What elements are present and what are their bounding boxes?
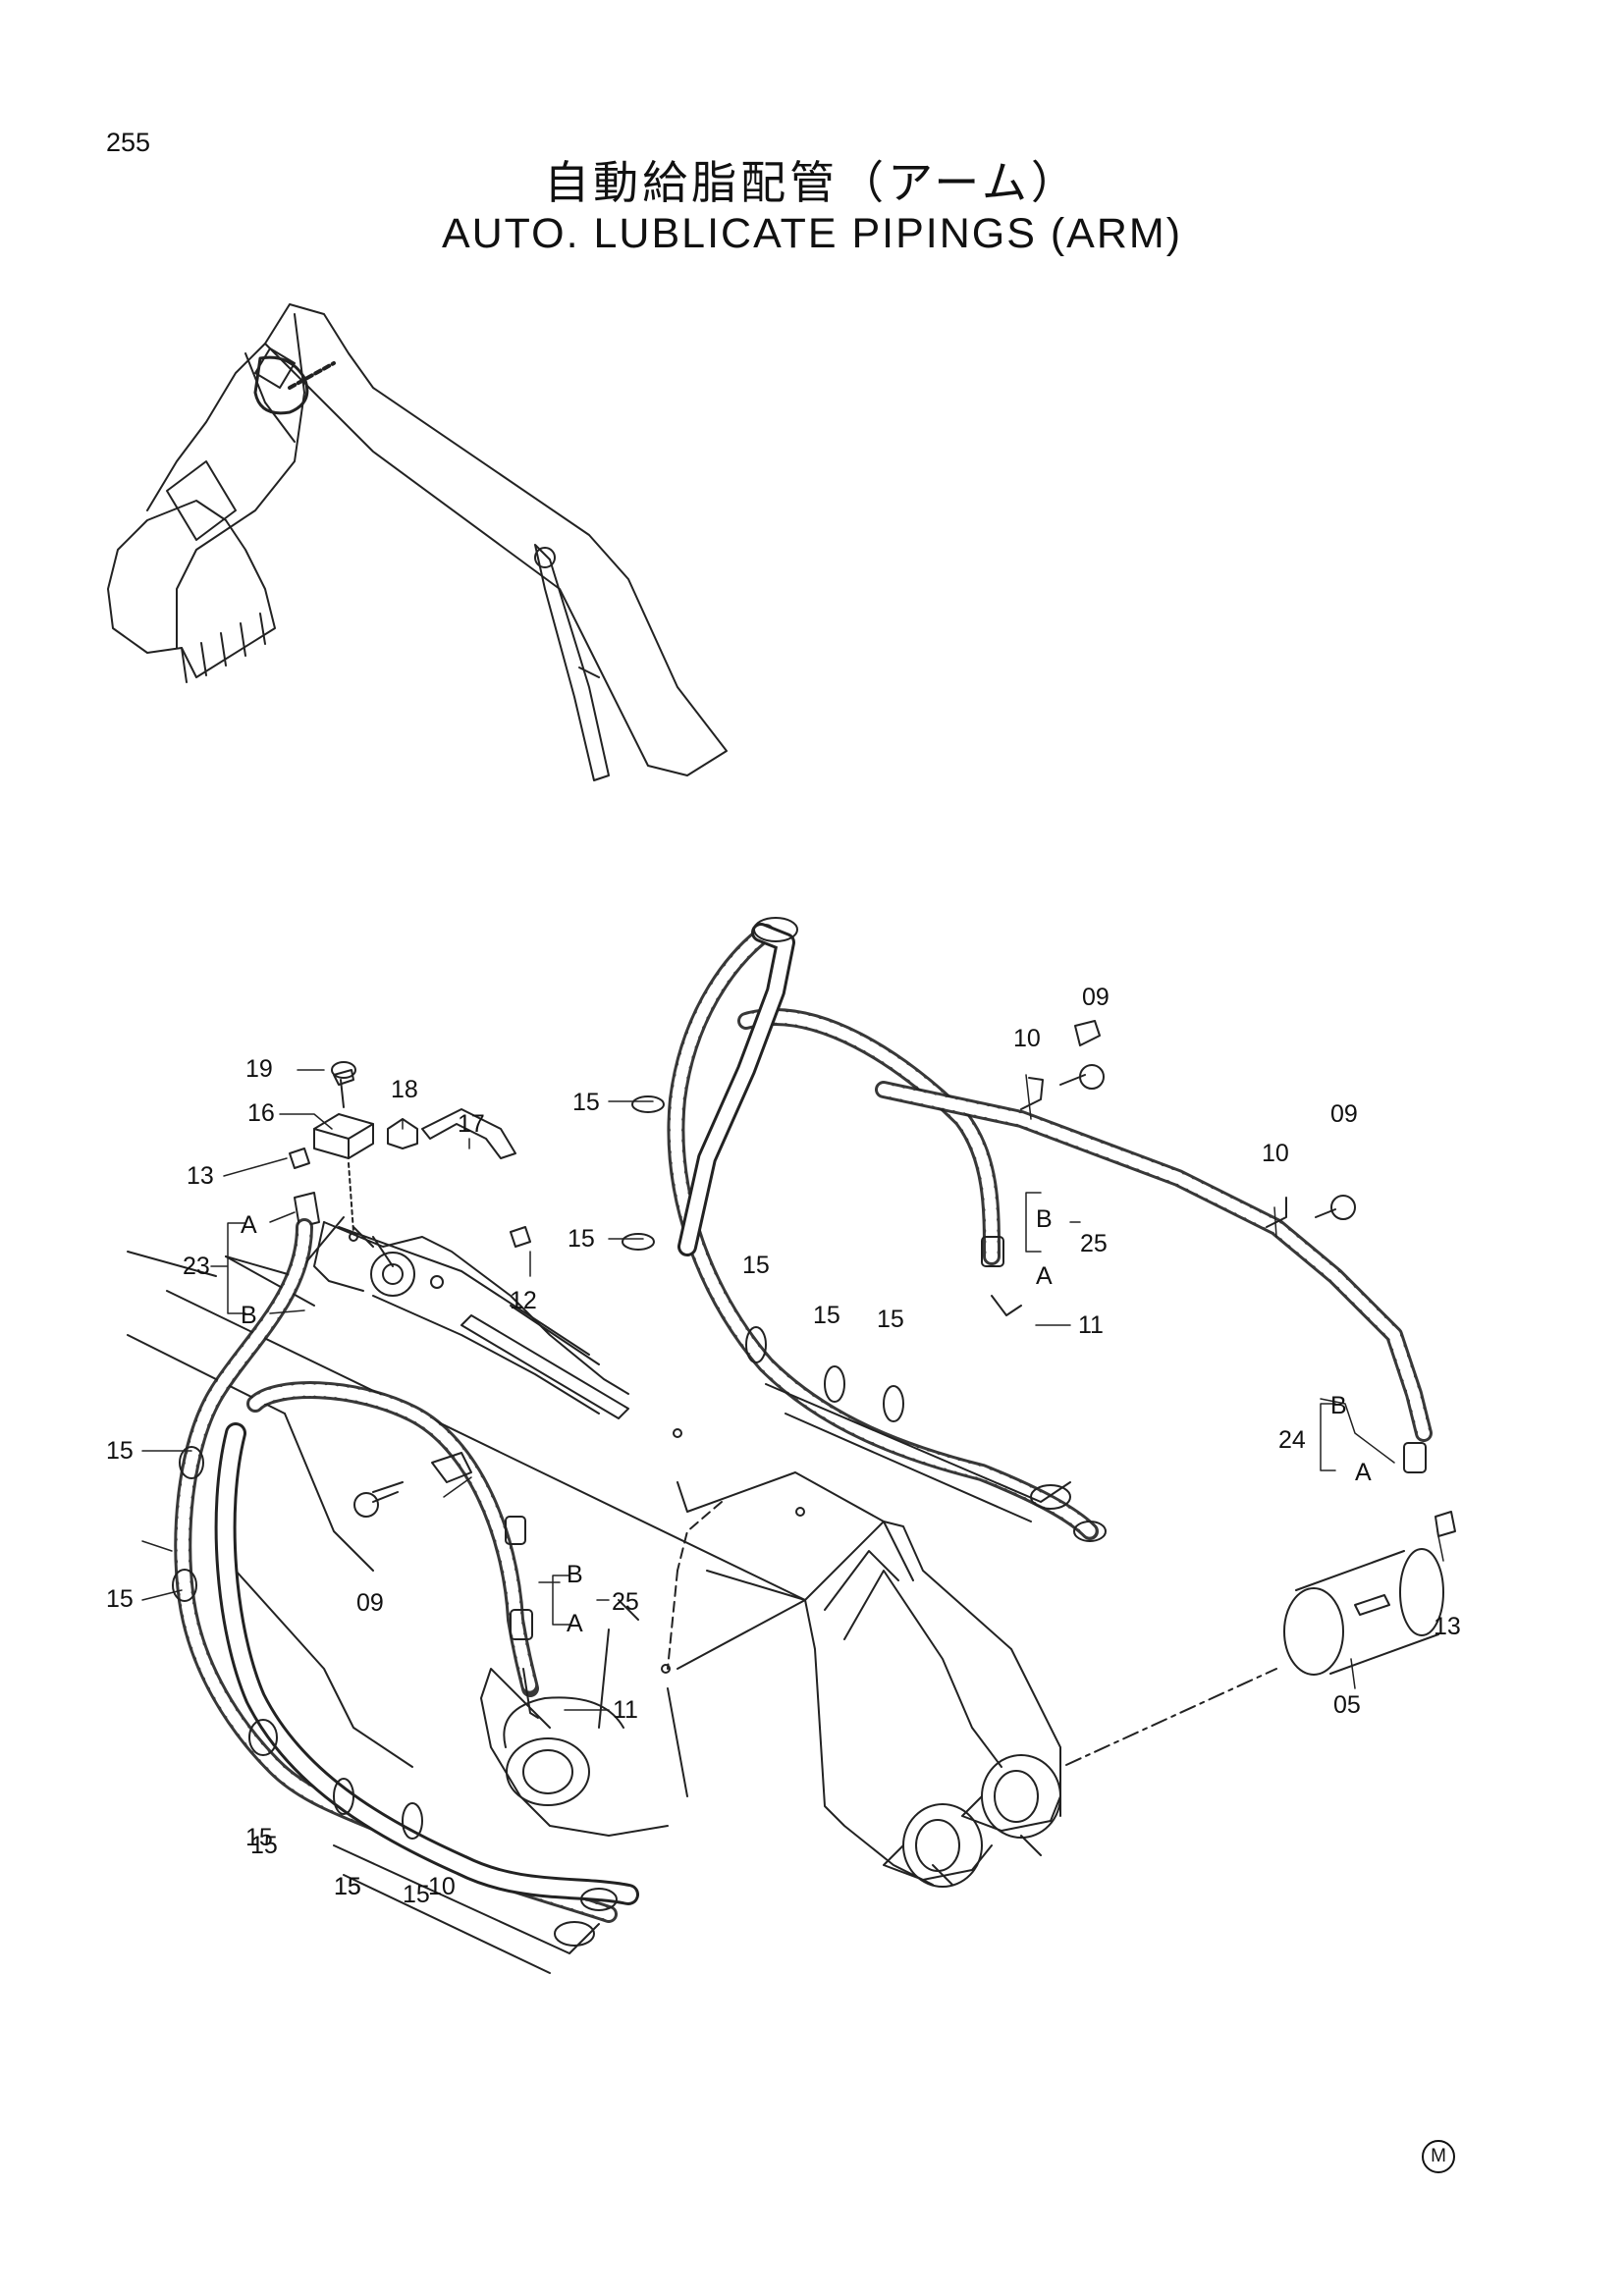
callout-11-right: 11 [1078, 1311, 1104, 1339]
callout-16: 16 [247, 1099, 275, 1127]
callout-17: 17 [458, 1110, 485, 1138]
callout-15-l1: 15 [106, 1437, 134, 1465]
callout-11-left: 11 [613, 1696, 638, 1724]
callout-23-a: A [241, 1211, 257, 1239]
callout-23: 23 [183, 1253, 210, 1280]
callout-10-left: 10 [428, 1873, 456, 1900]
callout-25-left-b: B [567, 1561, 583, 1588]
callout-09-right: 09 [1330, 1100, 1358, 1128]
diagram-title-english: AUTO. LUBLICATE PIPINGS (ARM) [441, 210, 1183, 257]
callout-18: 18 [391, 1076, 418, 1103]
callout-15-r4: 15 [813, 1302, 840, 1329]
callout-15-l6: 15 [334, 1873, 361, 1900]
callout-15-r3: 15 [742, 1252, 770, 1279]
callout-25-right-b: B [1036, 1205, 1053, 1233]
arm-pin-05 [1065, 1548, 1444, 1766]
callout-15-l2: 15 [106, 1585, 134, 1613]
callout-15-r1: 15 [572, 1089, 600, 1116]
bolts [353, 1074, 1336, 1518]
callout-leaders [141, 1069, 1444, 1711]
callout-25-right-a: A [1036, 1262, 1053, 1290]
callout-15-r2: 15 [568, 1225, 595, 1253]
callout-05: 05 [1333, 1691, 1361, 1719]
callout-labels: 19 18 17 16 13 23 A B 12 15 15 15 15 15 … [106, 984, 1461, 1908]
callout-24-a: A [1355, 1459, 1372, 1486]
callout-09-left: 09 [356, 1589, 384, 1617]
callout-25-right: 25 [1080, 1230, 1108, 1257]
left-hose-bundle [172, 1218, 639, 1974]
callout-15-l4: 15 [334, 1873, 361, 1900]
callout-24: 24 [1278, 1426, 1306, 1454]
callout-10-right: 10 [1262, 1140, 1289, 1167]
callout-23-b: B [241, 1302, 257, 1329]
callout-25-left: 25 [612, 1588, 639, 1616]
callout-15-r5: 15 [877, 1306, 904, 1333]
diagram-title-japanese: 自動給脂配管（アーム） [544, 156, 1080, 209]
callout-15-l5: 15 [250, 1832, 278, 1859]
callout-10-mid: 10 [1013, 1025, 1041, 1052]
overview-excavator-arm [107, 303, 728, 781]
right-hose-bundle [622, 917, 1456, 1542]
callout-12: 12 [510, 1287, 537, 1314]
callout-19: 19 [245, 1055, 273, 1083]
callout-09-mid: 09 [1082, 984, 1110, 1011]
manufacturer-mark-icon: M [1422, 2140, 1455, 2173]
page-number: 255 [106, 128, 151, 157]
arm-body [127, 1216, 1061, 1888]
callout-15-l7: 15 [403, 1881, 430, 1908]
callout-24-b: B [1330, 1392, 1347, 1419]
callout-13-right: 13 [1434, 1613, 1461, 1640]
callout-25-left-a: A [567, 1610, 583, 1637]
callout-13-left: 13 [187, 1162, 214, 1190]
callout-15-l3: 15 [245, 1824, 273, 1851]
